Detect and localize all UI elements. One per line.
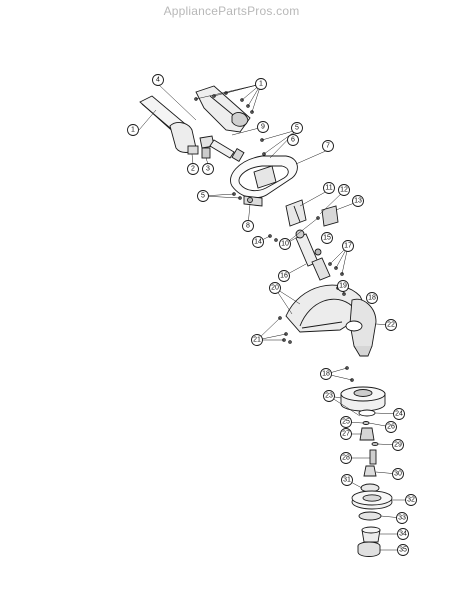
svg-text:32: 32 <box>407 497 415 504</box>
watermark: AppliancePartsPros.com <box>163 4 300 18</box>
svg-text:28: 28 <box>342 455 350 462</box>
callout-25: 25 <box>340 416 352 428</box>
svg-text:10: 10 <box>281 241 289 248</box>
svg-text:2: 2 <box>191 166 195 173</box>
svg-text:18: 18 <box>322 371 330 378</box>
svg-text:15: 15 <box>323 235 331 242</box>
svg-text:18: 18 <box>368 295 376 302</box>
callout-7: 7 <box>322 140 334 152</box>
svg-text:27: 27 <box>342 431 350 438</box>
callout-27: 27 <box>340 428 352 440</box>
svg-text:19: 19 <box>339 283 347 290</box>
svg-text:33: 33 <box>398 515 406 522</box>
svg-text:25: 25 <box>342 419 350 426</box>
callout-28: 28 <box>340 452 352 464</box>
callout-5b: 5 <box>291 122 303 134</box>
callout-14: 14 <box>252 236 264 248</box>
svg-text:22: 22 <box>387 322 395 329</box>
callout-6: 6 <box>287 134 299 146</box>
callout-24: 24 <box>393 408 405 420</box>
callout-8: 8 <box>242 220 254 232</box>
svg-text:34: 34 <box>399 531 407 538</box>
svg-text:1: 1 <box>259 81 263 88</box>
callout-16: 16 <box>278 270 290 282</box>
callout-1b: 1 <box>127 124 139 136</box>
svg-text:20: 20 <box>271 285 279 292</box>
callout-29: 29 <box>392 439 404 451</box>
svg-text:35: 35 <box>399 547 407 554</box>
svg-text:9: 9 <box>261 124 265 131</box>
callout-20: 20 <box>269 282 281 294</box>
shaft-coupler-assembly <box>285 199 339 281</box>
svg-text:17: 17 <box>344 243 352 250</box>
callout-11: 11 <box>323 182 335 194</box>
callout-1a: 1 <box>255 78 267 90</box>
callout-33: 33 <box>396 512 408 524</box>
callout-26: 26 <box>385 421 397 433</box>
callout-13: 13 <box>352 195 364 207</box>
svg-text:30: 30 <box>394 471 402 478</box>
callout-35: 35 <box>397 544 409 556</box>
fasteners <box>194 91 372 382</box>
callout-30: 30 <box>392 468 404 480</box>
svg-text:4: 4 <box>156 77 160 84</box>
svg-text:12: 12 <box>340 187 348 194</box>
svg-text:14: 14 <box>254 239 262 246</box>
callout-21: 21 <box>251 334 263 346</box>
callout-34: 34 <box>397 528 409 540</box>
svg-text:5: 5 <box>201 193 205 200</box>
callout-18b: 18 <box>320 368 332 380</box>
callout-31: 31 <box>341 474 353 486</box>
callout-12: 12 <box>338 184 350 196</box>
trimmer-head-stack <box>340 386 393 557</box>
svg-text:26: 26 <box>387 424 395 431</box>
callout-23: 23 <box>323 390 335 402</box>
motor-housing-assembly <box>139 85 251 162</box>
callout-15: 15 <box>321 232 333 244</box>
svg-text:1: 1 <box>131 127 135 134</box>
svg-text:6: 6 <box>291 137 295 144</box>
svg-text:29: 29 <box>394 442 402 449</box>
svg-text:24: 24 <box>395 411 403 418</box>
assist-handle <box>230 155 298 207</box>
svg-text:21: 21 <box>253 337 261 344</box>
callout-4: 4 <box>152 74 164 86</box>
svg-text:13: 13 <box>354 198 362 205</box>
svg-text:3: 3 <box>206 166 210 173</box>
grass-guard-assembly <box>285 284 377 357</box>
callout-32: 32 <box>405 494 417 506</box>
svg-text:5: 5 <box>295 125 299 132</box>
svg-text:16: 16 <box>280 273 288 280</box>
callout-17: 17 <box>342 240 354 252</box>
svg-text:31: 31 <box>343 477 351 484</box>
callout-2: 2 <box>187 163 199 175</box>
callout-9: 9 <box>257 121 269 133</box>
svg-text:23: 23 <box>325 393 333 400</box>
callout-10: 10 <box>279 238 291 250</box>
callout-5: 5 <box>197 190 209 202</box>
svg-text:7: 7 <box>326 143 330 150</box>
callout-22: 22 <box>385 319 397 331</box>
callouts: 1 1 2 3 4 5 5 6 7 8 9 10 11 12 13 14 15 … <box>127 74 417 556</box>
svg-text:8: 8 <box>246 223 250 230</box>
callout-19: 19 <box>337 280 349 292</box>
callout-3: 3 <box>202 163 214 175</box>
svg-text:11: 11 <box>325 185 332 192</box>
callout-18: 18 <box>366 292 378 304</box>
